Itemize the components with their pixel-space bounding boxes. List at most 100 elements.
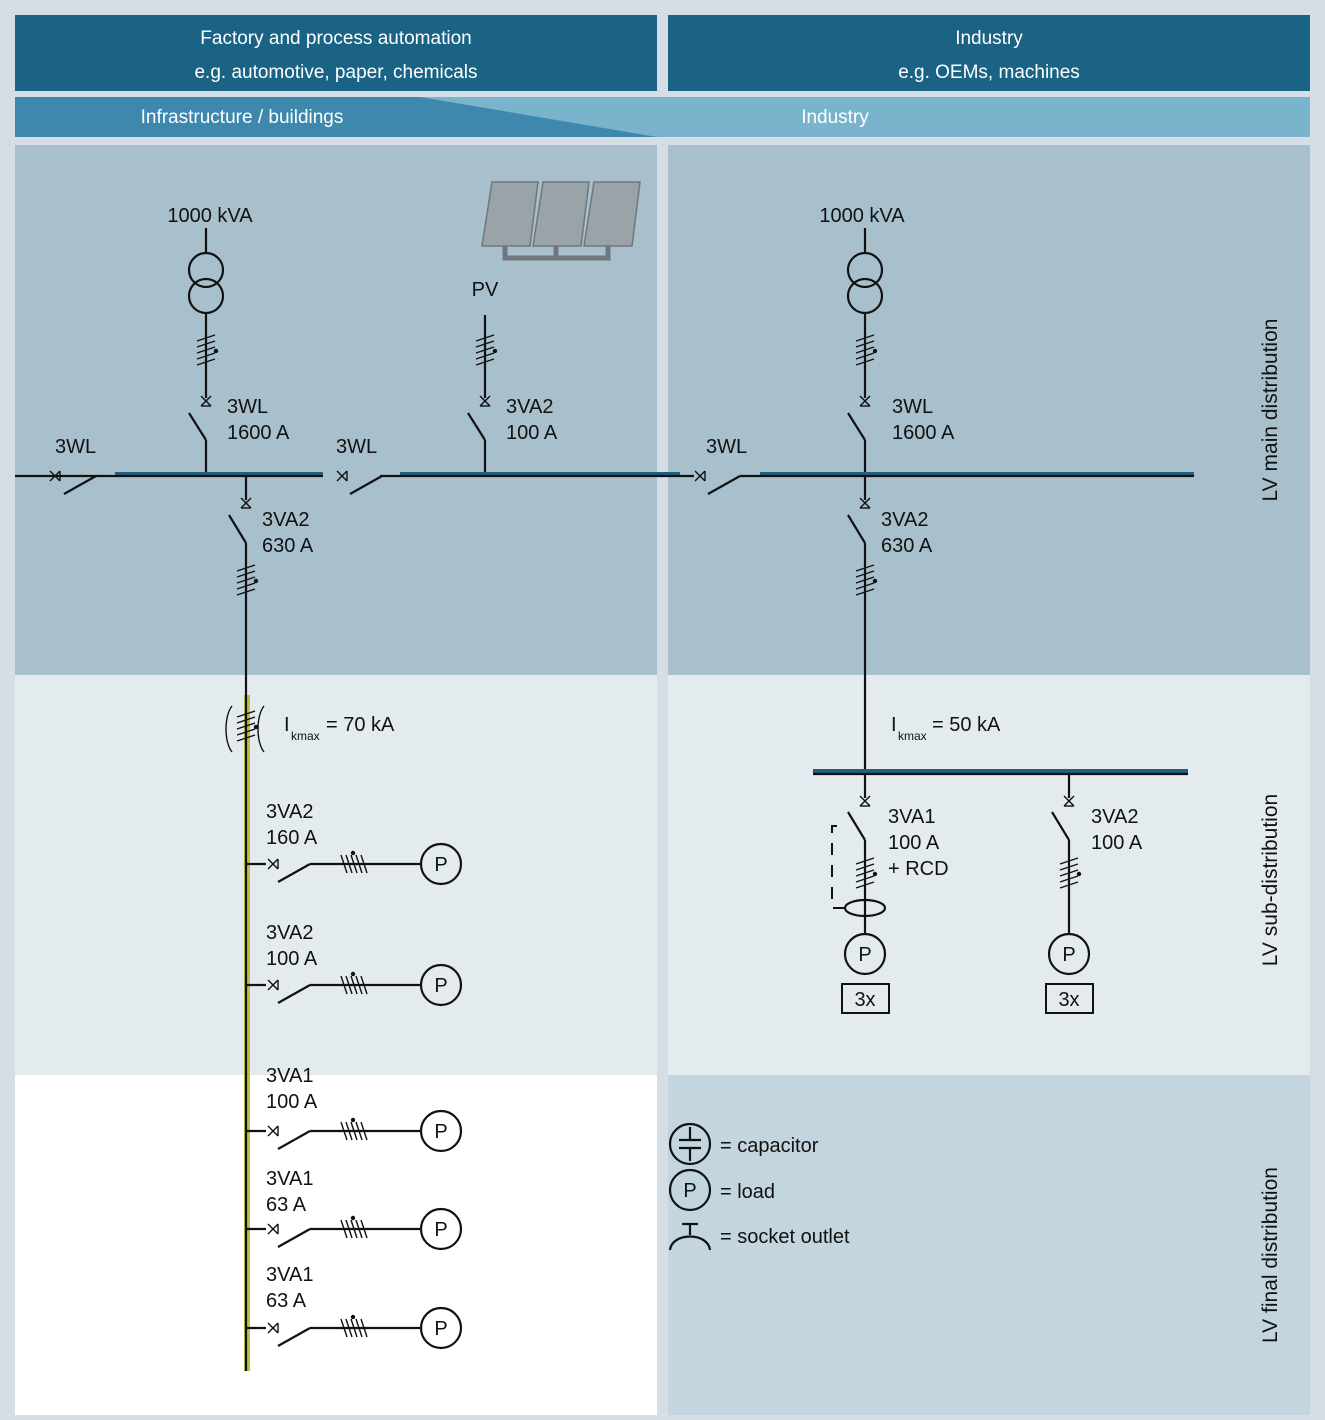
load-2-symbol: P — [434, 975, 447, 997]
sub-feeder-2-type: 3VA2 — [1091, 806, 1138, 828]
pv-breaker-label: 3VA2 — [506, 396, 553, 418]
left-coupler-1-label: 3WL — [55, 436, 96, 458]
left-transformer-label: 1000 kVA — [167, 205, 253, 227]
coupler-switch-icon — [349, 475, 383, 495]
subheader-right-label: Industry — [801, 107, 869, 128]
load-icon — [843, 932, 887, 976]
legend-load-symbol: P — [683, 1180, 696, 1202]
sub-feeder-2-count: 3x — [1058, 989, 1079, 1011]
sub-feeder-1-rating: 100 A — [888, 832, 940, 854]
zone-final-right — [668, 1075, 1310, 1415]
legend-socket-text: = socket outlet — [720, 1226, 850, 1248]
zone-label-main: LV main distribution — [1259, 319, 1282, 502]
load-2-type: 3VA2 — [266, 922, 313, 944]
left-3wl-label: 3WL — [227, 396, 268, 418]
right-ik-subscript: kmax — [898, 729, 927, 743]
load-2-rating: 100 A — [266, 948, 318, 970]
left-ik-symbol: I — [284, 714, 290, 736]
breaker-contact-icon — [267, 1322, 279, 1334]
left-ik-value: = 70 kA — [326, 714, 395, 736]
right-feeder-switch-icon — [847, 514, 866, 544]
load-5-type: 3VA1 — [266, 1264, 313, 1286]
zone-sub-right — [668, 675, 1310, 1075]
breaker-contact-icon — [267, 1223, 279, 1235]
right-transformer-label: 1000 kVA — [819, 205, 905, 227]
right-coupler-label: 3WL — [706, 436, 747, 458]
right-ik-symbol: I — [891, 714, 897, 736]
cable-mark-icon — [236, 564, 259, 596]
load-branch: 3VA1 100 A P — [246, 1065, 463, 1153]
load-icon — [419, 842, 463, 886]
coupler-switch-icon — [707, 475, 741, 495]
pv-breaker-rating: 100 A — [506, 422, 558, 444]
coupler-contact-icon — [336, 470, 348, 482]
left-feeder-rating: 630 A — [262, 535, 314, 557]
cable-mark-icon — [340, 971, 368, 995]
right-3wl-rating: 1600 A — [892, 422, 955, 444]
load-icon — [419, 1306, 463, 1350]
load-4-rating: 63 A — [266, 1194, 307, 1216]
zone-sub-left — [15, 675, 657, 1075]
legend-load-text: = load — [720, 1181, 775, 1203]
coupler-contact-icon — [694, 470, 706, 482]
sub-feeder-2-rating: 100 A — [1091, 832, 1143, 854]
right-feeder-rating: 630 A — [881, 535, 933, 557]
right-main-busbar — [740, 472, 1194, 478]
capacitor-icon — [668, 1122, 712, 1166]
cable-mark-icon — [855, 564, 878, 596]
load-4-type: 3VA1 — [266, 1168, 313, 1190]
breaker-contact-icon — [267, 858, 279, 870]
sub-feeder-rcd: P 3x 3VA1 100 A + RCD — [831, 774, 949, 1014]
zone-label-sub: LV sub-distribution — [1259, 794, 1282, 966]
socket-outlet-icon — [668, 1222, 712, 1251]
load-icon — [419, 1207, 463, 1251]
cable-mark-icon — [340, 1117, 368, 1141]
header-left-title: Factory and process automation — [200, 28, 472, 49]
subheader-left-label: Infrastructure / buildings — [141, 107, 344, 128]
breaker-contact-icon — [267, 979, 279, 991]
load-icon — [1047, 932, 1091, 976]
load-5-rating: 63 A — [266, 1290, 307, 1312]
load-icon — [419, 963, 463, 1007]
right-3wl-label: 3WL — [892, 396, 933, 418]
cable-mark-icon — [196, 334, 219, 366]
load-1-symbol: P — [434, 854, 447, 876]
left-ik-subscript: kmax — [291, 729, 320, 743]
legend-capacitor-text: = capacitor — [720, 1135, 819, 1157]
pv-breaker-switch-icon — [467, 412, 486, 441]
cable-mark-icon — [855, 334, 878, 366]
sub-feeder-2-symbol: P — [1062, 944, 1075, 966]
header-left-subtitle: e.g. automotive, paper, chemicals — [194, 62, 478, 83]
load-icon — [419, 1109, 463, 1153]
sub-feeder-1-extra: + RCD — [888, 858, 949, 880]
pv-panel-icon — [481, 181, 641, 261]
right-transformer-icon — [846, 251, 884, 315]
legend: = capacitor P = load = socket outlet — [668, 1122, 850, 1251]
load-branch: 3VA1 63 A P — [246, 1264, 463, 1350]
load-branch: 3VA1 63 A P — [246, 1168, 463, 1251]
header-left: Factory and process automation e.g. auto… — [15, 15, 657, 91]
sub-distribution-busbar — [813, 769, 1188, 776]
load-5-symbol: P — [434, 1318, 447, 1340]
left-coupler-2-label: 3WL — [336, 436, 377, 458]
left-main-busbar — [15, 472, 694, 478]
sub-feeder-1-symbol: P — [858, 944, 871, 966]
load-3-symbol: P — [434, 1121, 447, 1143]
left-feeder-switch-icon — [228, 514, 247, 544]
cable-mark-icon — [340, 1314, 368, 1338]
cable-mark-icon — [475, 334, 498, 366]
load-4-symbol: P — [434, 1219, 447, 1241]
load-icon — [668, 1168, 712, 1212]
load-1-rating: 160 A — [266, 827, 318, 849]
sub-feeder-2: P 3x 3VA2 100 A — [1045, 774, 1143, 1014]
coupler-switch-icon — [63, 475, 97, 495]
header-right-subtitle: e.g. OEMs, machines — [898, 62, 1080, 83]
load-1-type: 3VA2 — [266, 801, 313, 823]
right-feeder-label: 3VA2 — [881, 509, 928, 531]
right-3wl-switch-icon — [847, 412, 866, 441]
pv-label: PV — [472, 279, 499, 301]
breaker-contact-icon — [267, 1125, 279, 1137]
busway-feed-icon — [225, 705, 265, 753]
subheader-band: Infrastructure / buildings Industry — [15, 97, 1310, 137]
